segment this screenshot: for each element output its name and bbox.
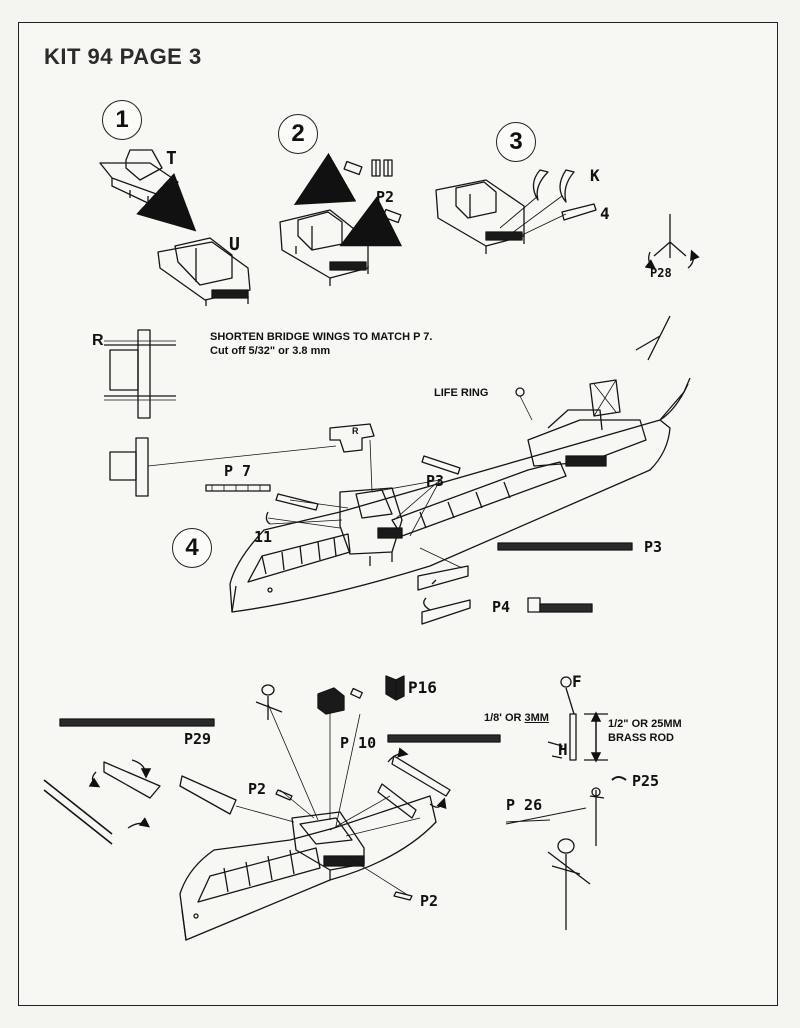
step1-part-u (158, 238, 250, 306)
step-number-4: 4 (172, 528, 212, 568)
step3-superstructure (436, 180, 524, 254)
note-bridge-line2: Cut off 5/32" or 3.8 mm (210, 345, 331, 357)
step2-arrow-lower (339, 196, 403, 247)
note-eighth-inch: 1/8' OR 3MM (484, 712, 549, 724)
part-label-p3-lower: P3 (644, 538, 663, 556)
part-r-small (330, 424, 374, 452)
part-label-p2-mid: P2 (248, 780, 267, 798)
step1-arrow (136, 172, 197, 232)
part-label-4: 4 (600, 204, 610, 223)
mast-upper (256, 685, 282, 720)
part-label-p28: P28 (650, 266, 672, 280)
lower-ship-leaders (236, 704, 420, 894)
bridge-wing-part (110, 438, 336, 496)
part-label-r-small: R (352, 426, 359, 436)
part-label-p4: P4 (492, 598, 511, 616)
rail-parts-lower (44, 719, 500, 900)
part-p28-tripod (644, 214, 700, 270)
part-label-p10: P 10 (340, 734, 377, 752)
note-half-line2: BRASS ROD (608, 732, 675, 744)
note-bridge-wings: SHORTEN BRIDGE WINGS TO MATCH P 7. Cut o… (210, 330, 432, 358)
note-three-mm: 3MM (524, 712, 549, 724)
part-label-p16: P16 (408, 678, 437, 697)
lower-ship-hull (180, 796, 436, 940)
step-number-1: 1 (102, 100, 142, 140)
note-brass-rod: 1/2" OR 25MM BRASS ROD (608, 717, 682, 745)
brass-rod-diagram (548, 677, 608, 760)
step2-arrow-upper (293, 152, 357, 205)
part-label-p7: P 7 (224, 462, 252, 480)
ship-aft-superstructure (516, 380, 646, 466)
lower-ship-superstructure (292, 812, 364, 880)
part-label-p2-low: P2 (420, 892, 439, 910)
ship-hull (230, 378, 690, 612)
part-label-p2: P2 (376, 188, 395, 206)
note-eighth-text: 1/8' OR (484, 712, 525, 724)
step-number-3: 3 (496, 122, 536, 162)
rail-parts-4 (206, 456, 632, 624)
page-title: KIT 94 PAGE 3 (44, 44, 202, 69)
step3-part-k (500, 170, 596, 236)
part-label-t: T (166, 148, 177, 169)
part-label-p29: P29 (184, 730, 212, 748)
part-label-p25: P25 (632, 772, 660, 790)
note-life-ring: LIFE RING (434, 387, 489, 399)
mast-arm (636, 316, 670, 360)
ship-forward-superstructure (340, 488, 402, 566)
part-label-r: R (92, 332, 104, 349)
part-label-p26: P 26 (506, 796, 543, 814)
step-number-2: 2 (278, 114, 318, 154)
part-label-f: F (572, 672, 582, 691)
part-label-p3-upper: P3 (426, 472, 445, 490)
part-label-u: U (229, 234, 240, 255)
mast-detail (506, 777, 626, 930)
part-p16-cube (318, 676, 404, 714)
part-label-h: H (558, 740, 568, 759)
part-label-k: K (590, 166, 600, 185)
note-bridge-line1: SHORTEN BRIDGE WINGS TO MATCH P 7. (210, 331, 433, 343)
bridge-wing-diagram (104, 330, 176, 418)
step2-superstructure (280, 210, 368, 286)
part-label-11: 11 (254, 528, 273, 546)
leader-lines-4 (268, 440, 462, 568)
note-half-line1: 1/2" OR 25MM (608, 718, 682, 730)
